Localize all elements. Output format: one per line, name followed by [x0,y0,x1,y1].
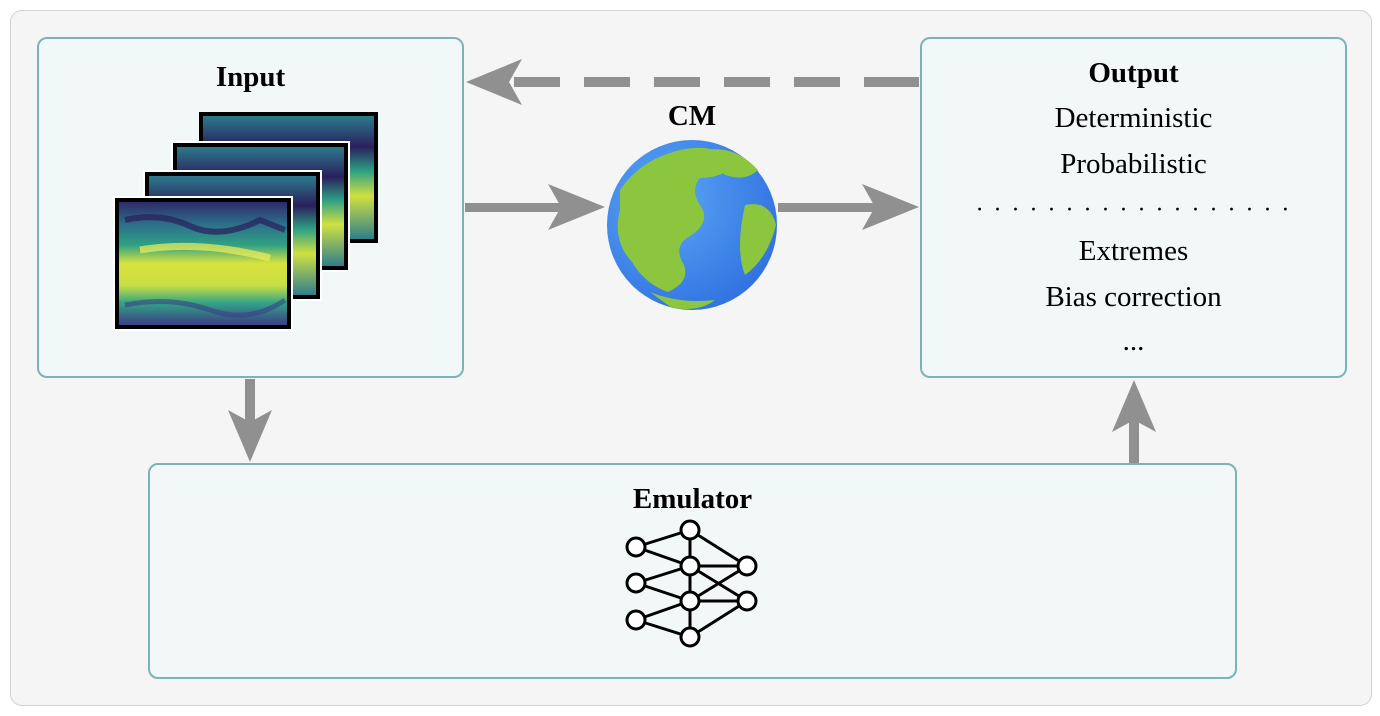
weather-map-stack-icon [113,112,378,331]
arrow-output-to-input-dashed [466,59,919,105]
neural-network-icon [625,519,758,648]
weather-map-1 [113,196,293,331]
arrow-input-to-cm [465,184,605,230]
output-item-extremes: Extremes [1078,235,1189,267]
output-item-bias-correction: Bias correction [1045,281,1222,313]
earth-globe-icon [607,140,777,310]
arrow-emulator-to-output [1112,380,1156,463]
output-box: Output Deterministic Probabilistic · · ·… [920,37,1347,378]
output-item-more: ... [1122,325,1145,357]
emulator-title: Emulator [632,483,753,515]
cm-label: CM [667,100,717,132]
output-title: Output [1088,57,1179,89]
input-title: Input [215,61,286,93]
output-item-probabilistic: Probabilistic [1060,148,1207,180]
arrow-input-to-emulator [228,379,272,462]
arrow-cm-to-output [778,184,919,230]
output-item-deterministic: Deterministic [1054,102,1213,134]
output-separator: · · · · · · · · · · · · · · · · · · [975,197,1292,223]
